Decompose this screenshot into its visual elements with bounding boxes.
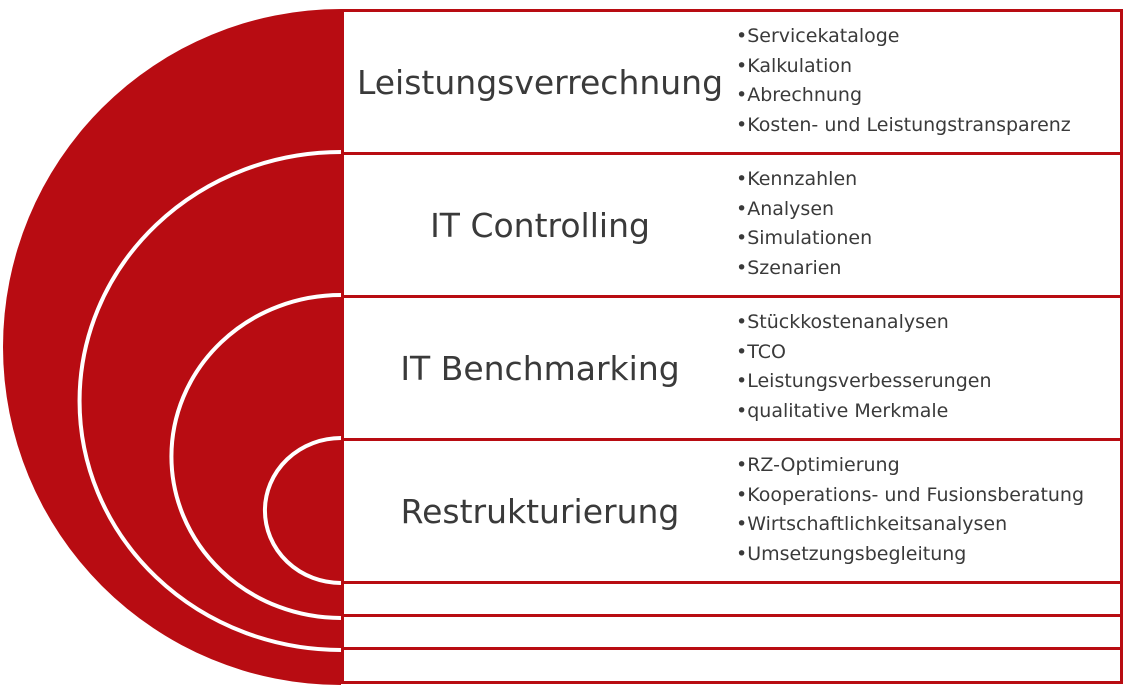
list-item: Umsetzungsbegleitung [736,540,1084,570]
section-leistungsverrechnung: Leistungsverrechnung Servicekataloge Kal… [341,9,1123,155]
empty-bar [341,647,1123,684]
ring-it-controlling [77,150,342,652]
list-item: Simulationen [736,224,872,254]
list-item: Analysen [736,195,872,225]
outer-half-disc [3,9,341,685]
bullet-list: Stückkostenanalysen TCO Leistungsverbess… [736,308,992,427]
list-item: Abrechnung [736,81,1071,111]
list-item: Szenarien [736,254,872,284]
ring-restrukturierung [262,436,342,585]
empty-bar [341,581,1123,617]
list-item: Wirtschaftlichkeitsanalysen [736,510,1084,540]
list-item: RZ-Optimierung [736,451,1084,481]
section-title: Leistungsverrechnung [356,63,724,102]
list-item: Leistungsverbesserungen [736,367,991,397]
section-title: IT Controlling [430,206,650,245]
list-item: Kosten- und Leistungstransparenz [736,111,1071,141]
section-restrukturierung: Restrukturierung RZ-Optimierung Kooperat… [341,438,1123,584]
section-title: Restrukturierung [400,492,680,531]
list-item: Kennzahlen [736,165,872,195]
empty-bar [341,614,1123,650]
section-it-controlling: IT Controlling Kennzahlen Analysen Simul… [341,152,1123,298]
section-it-benchmarking: IT Benchmarking Stückkostenanalysen TCO … [341,295,1123,441]
bullet-list: RZ-Optimierung Kooperations- und Fusions… [736,451,1084,569]
list-item: qualitative Merkmale [736,397,992,427]
bullet-list: Servicekataloge Kalkulation Abrechnung K… [736,22,1071,140]
list-item: Servicekataloge [736,22,1071,52]
list-item: TCO [736,338,992,368]
list-item: Kooperations- und Fusionsberatung [736,481,1084,511]
section-title: IT Benchmarking [400,349,680,388]
list-item: Kalkulation [736,52,1071,82]
bullet-list: Kennzahlen Analysen Simulationen Szenari… [736,165,872,283]
ring-it-benchmarking [169,293,342,620]
list-item: Stückkostenanalysen [736,308,992,338]
